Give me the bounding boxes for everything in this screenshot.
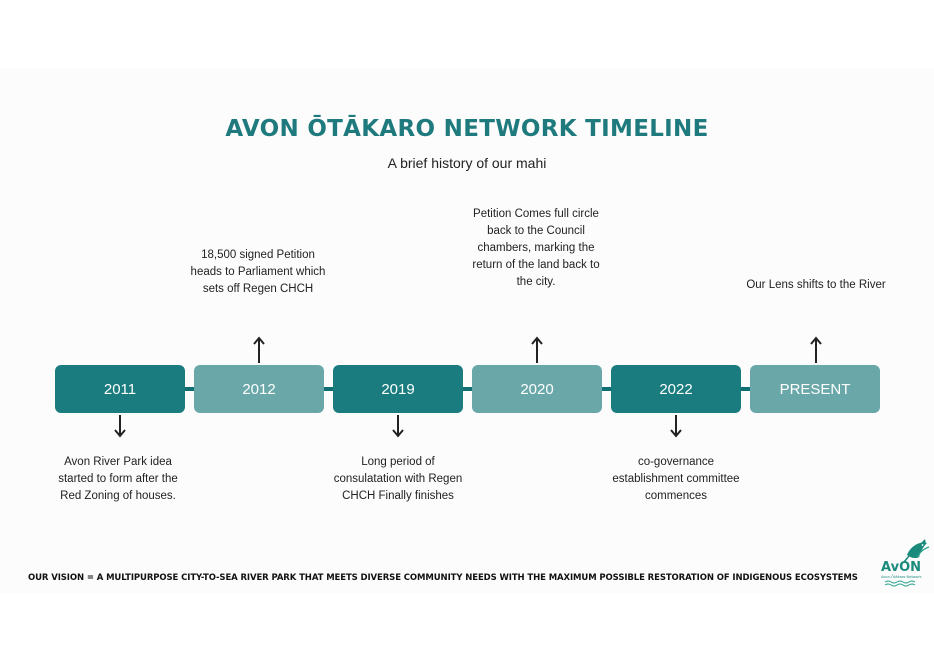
year-label: 2011 bbox=[103, 380, 137, 398]
arrow-down-icon bbox=[670, 415, 682, 438]
logo-tagline: Avon-Ōtākaro Network bbox=[881, 574, 922, 579]
bird-icon bbox=[903, 539, 930, 563]
year-label: 2019 bbox=[381, 380, 415, 398]
arrow-down-icon bbox=[114, 415, 126, 438]
arrow-down-icon bbox=[392, 415, 404, 438]
year-box-2022: 2022 bbox=[611, 365, 741, 413]
avon-logo: AvON Avon-Ōtākaro Network bbox=[881, 539, 930, 587]
event-note-2022: co-governance establishment committee co… bbox=[612, 456, 740, 502]
slide-background bbox=[0, 68, 934, 593]
year-label: PRESENT bbox=[779, 380, 851, 398]
arrow-up-icon bbox=[531, 336, 543, 363]
event-note-2020: Petition Comes full circle back to the C… bbox=[472, 208, 600, 288]
page-subtitle: A brief history of our mahi bbox=[387, 155, 547, 171]
event-note-present: Our Lens shifts to the River bbox=[746, 279, 886, 291]
year-box-2019: 2019 bbox=[333, 365, 463, 413]
event-note-2011: Avon River Park idea started to form aft… bbox=[58, 456, 178, 502]
year-box-2011: 2011 bbox=[55, 365, 185, 413]
event-note-2012: 18,500 signed Petition heads to Parliame… bbox=[190, 249, 326, 295]
event-note-2019: Long period of consulatation with Regen … bbox=[333, 456, 463, 502]
year-label: 2022 bbox=[659, 380, 693, 398]
arrow-up-icon bbox=[253, 336, 265, 363]
year-box-2020: 2020 bbox=[472, 365, 602, 413]
page-title: AVON ŌTĀKARO NETWORK TIMELINE bbox=[225, 116, 709, 142]
vision-statement: OUR VISION = A MULTIPURPOSE CITY-TO-SEA … bbox=[28, 573, 858, 583]
year-label: 2020 bbox=[520, 380, 554, 398]
logo-name: AvON bbox=[881, 560, 921, 575]
arrow-up-icon bbox=[810, 336, 822, 363]
year-box-2012: 2012 bbox=[194, 365, 324, 413]
timeline-line bbox=[56, 387, 880, 391]
year-box-present: PRESENT bbox=[750, 365, 880, 413]
year-label: 2012 bbox=[242, 380, 276, 398]
